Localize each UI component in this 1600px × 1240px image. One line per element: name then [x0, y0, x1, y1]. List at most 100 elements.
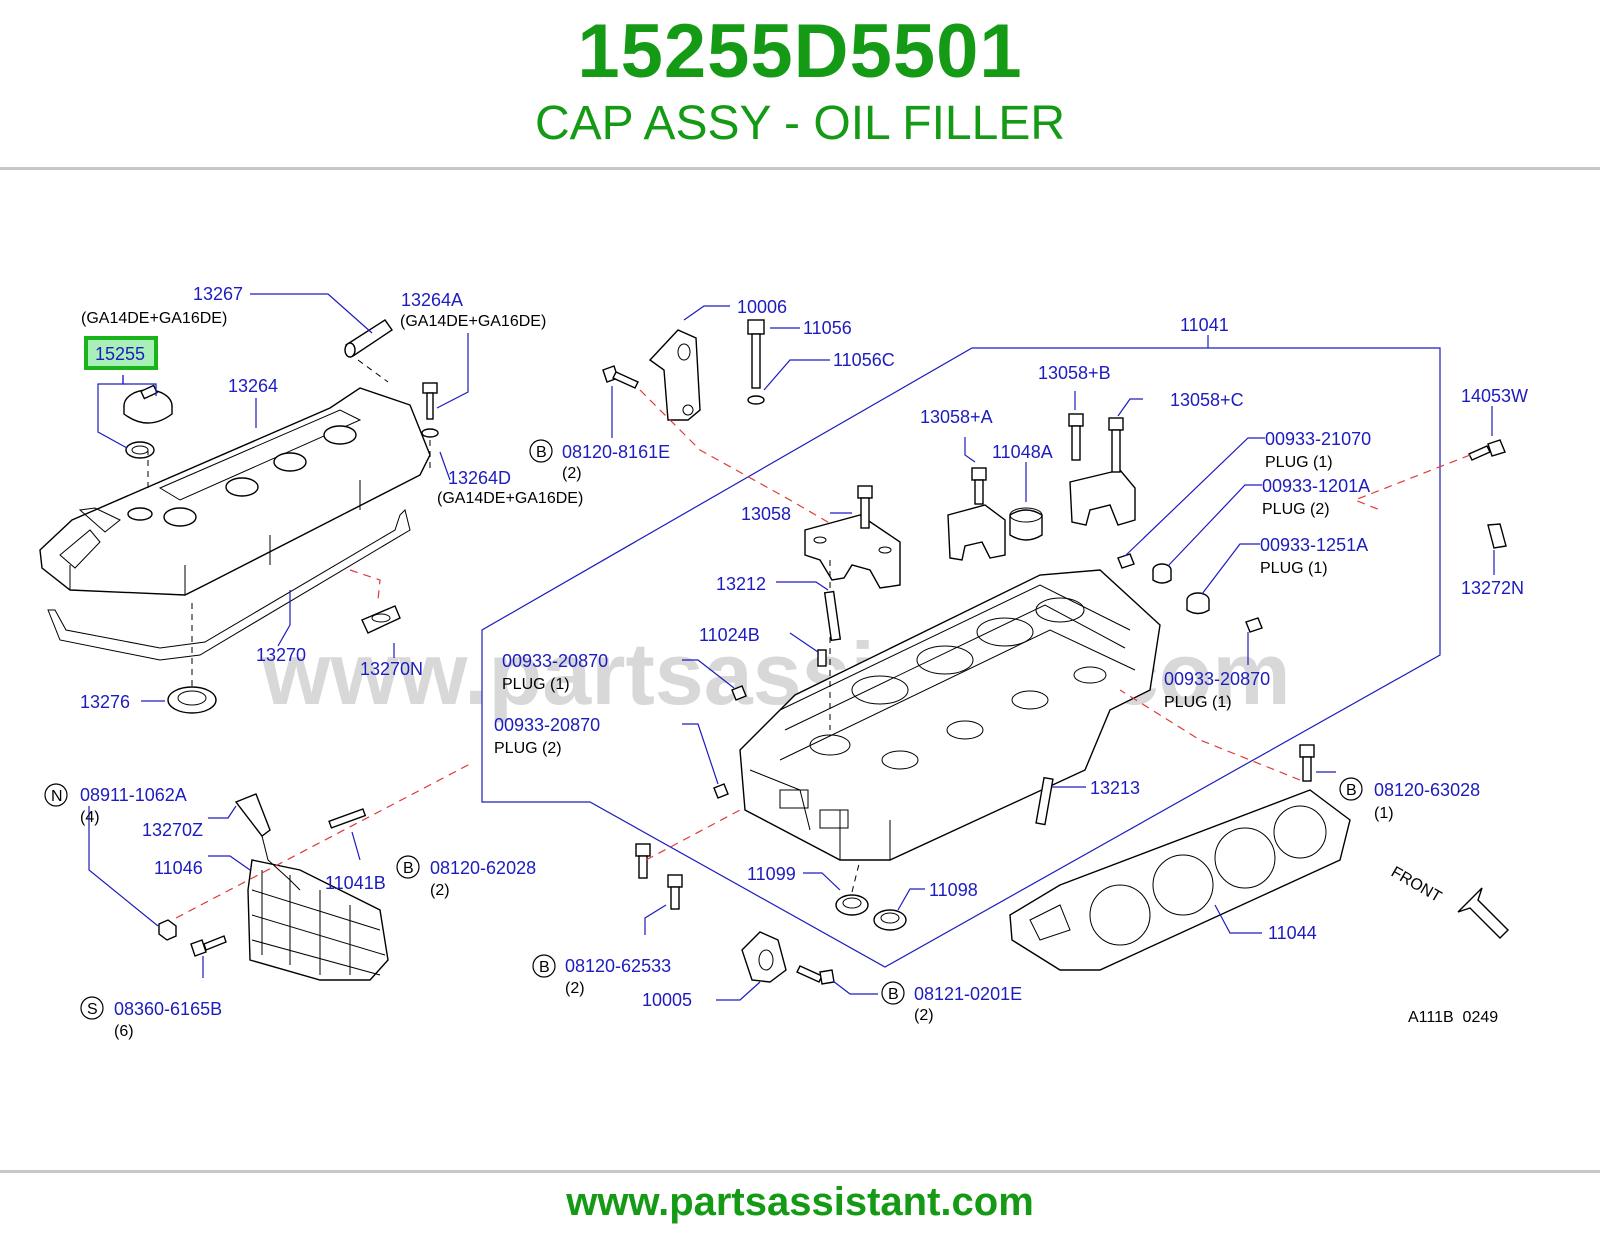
callout-13213[interactable]: 13213 — [1090, 778, 1140, 798]
callout-00933-1201A[interactable]: 00933-1201A — [1262, 476, 1370, 496]
qty-08120-8161E: (2) — [562, 465, 582, 482]
note-00933-20870-b: PLUG (2) — [494, 740, 562, 757]
bolt-08360-6165B — [190, 935, 227, 957]
svg-text:B: B — [888, 986, 899, 1003]
callout-11099[interactable]: 11099 — [747, 864, 796, 884]
note-13264A: (GA14DE+GA16DE) — [400, 313, 546, 330]
bolt-14053W — [1468, 439, 1506, 461]
callout-11046[interactable]: 11046 — [154, 858, 203, 878]
bolt-13058C — [1108, 417, 1124, 473]
callout-08121-0201E[interactable]: 08121-0201E — [914, 984, 1022, 1004]
seal-13276 — [167, 686, 217, 714]
bracket-10005 — [741, 931, 787, 983]
nut-08911-1062A — [158, 919, 177, 941]
bolt-13058 — [857, 485, 873, 529]
callout-14053W[interactable]: 14053W — [1461, 386, 1528, 406]
head-assembly-frame — [481, 347, 1441, 968]
part-description: CAP ASSY - OIL FILLER — [534, 97, 1065, 150]
callout-13270N[interactable]: 13270N — [360, 659, 423, 679]
callout-13264D[interactable]: 13264D — [448, 468, 511, 488]
highlight-box-15255 — [84, 336, 158, 370]
bolt-08120-62533-a — [635, 843, 651, 879]
plug-00933-20870-right — [1245, 617, 1263, 633]
callout-13270Z[interactable]: 13270Z — [142, 820, 203, 840]
callout-11044[interactable]: 11044 — [1268, 923, 1317, 943]
callout-13058B[interactable]: 13058+B — [1038, 363, 1111, 383]
cam-bracket-13058A — [947, 504, 1006, 561]
callout-11041B[interactable]: 11041B — [325, 873, 386, 893]
rear-cover-11046 — [247, 859, 389, 981]
stud-11056 — [747, 319, 765, 405]
stud-11041B — [328, 808, 367, 829]
footer-url-link[interactable]: www.partsassistant.com — [566, 1180, 1034, 1224]
callout-11098[interactable]: 11098 — [929, 880, 978, 900]
prefix-b-08120-62028 — [396, 855, 420, 879]
note-00933-21070: PLUG (1) — [1265, 454, 1333, 471]
note-00933-1201A: PLUG (2) — [1262, 501, 1330, 518]
callout-00933-1251A[interactable]: 00933-1251A — [1260, 535, 1368, 555]
callout-13212[interactable]: 13212 — [716, 574, 766, 594]
oil-filler-cap-15255 — [123, 384, 173, 459]
note-00933-20870-a: PLUG (1) — [502, 676, 570, 693]
callout-08911-1062A[interactable]: 08911-1062A — [80, 785, 187, 805]
header-divider — [0, 167, 1600, 170]
callout-11056[interactable]: 11056 — [803, 318, 852, 338]
note-00933-1251A: PLUG (1) — [1260, 560, 1328, 577]
note-00933-20870-c: PLUG (1) — [1164, 694, 1232, 711]
cylinder-head-11041 — [739, 569, 1161, 861]
callout-10005[interactable]: 10005 — [642, 990, 692, 1010]
bracket-10006 — [648, 329, 701, 421]
callout-13270[interactable]: 13270 — [256, 645, 306, 665]
bolt-08120-8161E — [602, 365, 639, 389]
callout-00933-20870-a[interactable]: 00933-20870 — [502, 651, 608, 671]
seal-11098 — [873, 909, 907, 931]
callout-11041[interactable]: 11041 — [1180, 315, 1229, 335]
svg-text:N: N — [51, 788, 63, 805]
bolt-08120-63028 — [1299, 744, 1315, 782]
callout-13058A[interactable]: 13058+A — [920, 407, 993, 427]
callout-10006[interactable]: 10006 — [737, 297, 787, 317]
front-arrow-icon — [1457, 887, 1509, 939]
qty-08120-63028: (1) — [1374, 805, 1394, 822]
callout-00933-20870-c[interactable]: 00933-20870 — [1164, 669, 1270, 689]
callout-08120-8161E[interactable]: 08120-8161E — [562, 442, 670, 462]
plug-00933-20870-b — [713, 783, 729, 799]
plug-00933-20870-a — [731, 685, 747, 701]
cam-bracket-13058 — [804, 514, 901, 589]
callout-11056C[interactable]: 11056C — [833, 350, 895, 370]
callout-11048A[interactable]: 11048A — [992, 442, 1053, 462]
part-number-title: 15255D5501 — [577, 9, 1023, 94]
note-13264D: (GA14DE+GA16DE) — [437, 490, 583, 507]
callout-13264A[interactable]: 13264A — [401, 290, 463, 310]
callout-00933-21070[interactable]: 00933-21070 — [1265, 429, 1371, 449]
front-label: FRONT — [1388, 864, 1444, 906]
bolt-08121-0201E — [796, 965, 835, 985]
prefix-n-08911-1062A — [44, 783, 68, 807]
parts-diagram: www.partsassistant.com — [0, 170, 1600, 1170]
callout-13272N[interactable]: 13272N — [1461, 578, 1524, 598]
svg-text:B: B — [1346, 782, 1357, 799]
svg-text:B: B — [403, 860, 414, 877]
prefix-b-08120-8161E — [529, 439, 553, 463]
prefix-s-08360-6165B — [80, 996, 104, 1020]
callout-08120-62028[interactable]: 08120-62028 — [430, 858, 536, 878]
callout-13267[interactable]: 13267 — [193, 284, 243, 304]
head-gasket-11044 — [1009, 789, 1351, 971]
callout-13264[interactable]: 13264 — [228, 376, 278, 396]
callout-13276[interactable]: 13276 — [80, 692, 130, 712]
callout-00933-20870-b[interactable]: 00933-20870 — [494, 715, 600, 735]
plug-00933-1201A — [1152, 563, 1172, 584]
prefix-b-08120-63028 — [1339, 777, 1363, 801]
diagram-ref-code: A111B 0249 — [1408, 1009, 1498, 1026]
callout-15255-highlighted[interactable]: 15255 — [95, 344, 145, 364]
callout-08360-6165B[interactable]: 08360-6165B — [114, 999, 222, 1019]
note-13267: (GA14DE+GA16DE) — [81, 310, 227, 327]
callout-11024B[interactable]: 11024B — [699, 625, 760, 645]
prefix-b-08121-0201E — [881, 981, 905, 1005]
svg-text:B: B — [536, 444, 547, 461]
callout-13058C[interactable]: 13058+C — [1170, 390, 1244, 410]
gasket-13272N — [1487, 523, 1507, 549]
callout-08120-63028[interactable]: 08120-63028 — [1374, 780, 1480, 800]
callout-08120-62533[interactable]: 08120-62533 — [565, 956, 671, 976]
callout-13058[interactable]: 13058 — [741, 504, 791, 524]
